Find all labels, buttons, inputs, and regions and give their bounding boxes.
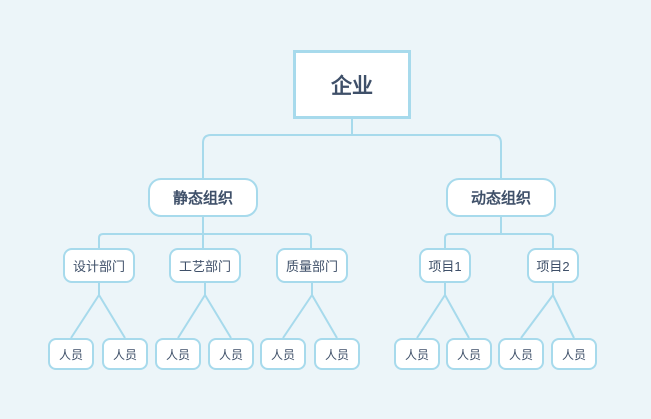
node-person[interactable]: 人员 [260,338,306,370]
node-person[interactable]: 人员 [102,338,148,370]
node-static-org[interactable]: 静态组织 [148,178,258,217]
node-person[interactable]: 人员 [446,338,492,370]
node-enterprise[interactable]: 企业 [293,50,411,119]
node-dept-design[interactable]: 设计部门 [63,248,135,283]
node-dept-process[interactable]: 工艺部门 [169,248,241,283]
connector-project1-fanout [416,283,470,339]
node-dynamic-org[interactable]: 动态组织 [446,178,556,217]
node-person[interactable]: 人员 [48,338,94,370]
connector-quality-fanout [282,283,338,339]
connector-static-branch [98,217,312,248]
connector-project2-fanout [520,283,575,339]
node-person[interactable]: 人员 [394,338,440,370]
node-dept-quality[interactable]: 质量部门 [276,248,348,283]
connector-dynamic-branch [444,217,554,248]
node-person[interactable]: 人员 [498,338,544,370]
node-person[interactable]: 人员 [314,338,360,370]
connector-design-fanout [70,283,126,339]
node-person[interactable]: 人员 [551,338,597,370]
connector-root-branch [202,119,502,178]
node-person[interactable]: 人员 [208,338,254,370]
node-project-2[interactable]: 项目2 [527,248,579,283]
node-person[interactable]: 人员 [155,338,201,370]
node-project-1[interactable]: 项目1 [419,248,471,283]
connector-process-fanout [177,283,232,339]
